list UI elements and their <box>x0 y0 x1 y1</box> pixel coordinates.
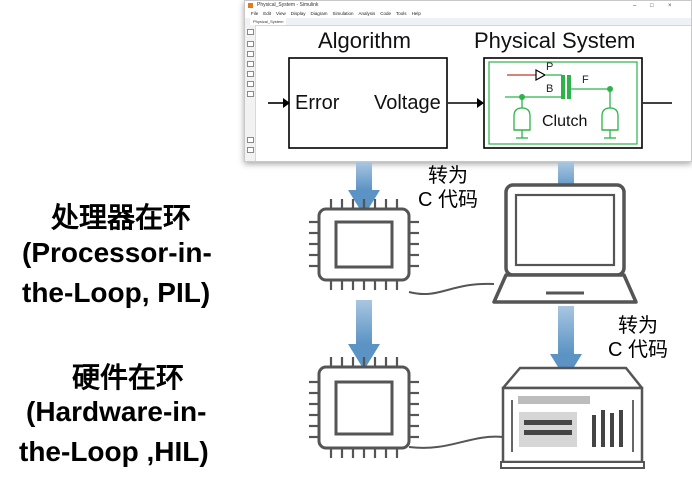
laptop-icon <box>492 183 638 304</box>
menu-view[interactable]: View <box>276 11 286 16</box>
port-p-label: P <box>546 61 554 73</box>
error-input-arrowhead <box>283 98 290 108</box>
menu-edit[interactable]: Edit <box>263 11 272 16</box>
cable-chip-to-realtime-target <box>408 435 504 449</box>
algorithm-block[interactable] <box>288 57 448 149</box>
hil-title-cn: 硬件在环 <box>72 362 185 393</box>
app-icon <box>248 3 253 8</box>
voltage-arrowhead <box>477 98 484 108</box>
annotation-icon[interactable] <box>247 71 254 77</box>
algorithm-title: Algorithm <box>318 28 411 53</box>
maximize-button[interactable]: □ <box>650 3 654 9</box>
area-icon[interactable] <box>247 91 254 97</box>
menu-help[interactable]: Help <box>411 11 421 16</box>
convert-to-c-bottom: 转为 C 代码 <box>608 314 668 362</box>
hil-title-en-line1: (Hardware-in- <box>26 396 207 427</box>
pil-title-en-line2: the-Loop, PIL) <box>22 277 211 308</box>
menu-code[interactable]: Code <box>380 11 392 16</box>
processor-chip-bottom <box>309 357 419 458</box>
menu-file[interactable]: File <box>251 11 259 16</box>
cable-chip-to-laptop <box>408 282 495 296</box>
menu-tools[interactable]: Tools <box>396 11 407 16</box>
convert-top-line1: 转为 <box>428 165 468 187</box>
arrow-icon[interactable] <box>247 61 254 67</box>
menu-analysis[interactable]: Analysis <box>358 11 376 16</box>
convert-to-c-top: 转为 C 代码 <box>418 164 478 212</box>
processor-chip-top <box>309 199 419 290</box>
tab-physical-system[interactable]: Physical_System <box>250 18 287 25</box>
port-f-label: F <box>582 74 589 86</box>
convert-top-line2: C 代码 <box>418 189 478 211</box>
menu-bar: File Edit View Display Diagram Simulatio… <box>245 10 691 18</box>
image-icon[interactable] <box>247 81 254 87</box>
minimize-button[interactable]: – <box>633 3 637 9</box>
menu-display[interactable]: Display <box>290 11 306 16</box>
convert-bottom-line2: C 代码 <box>608 339 668 361</box>
zoom-icon[interactable] <box>247 41 254 47</box>
physical-system-block[interactable] <box>483 57 643 149</box>
physical-system-inner-border <box>488 61 638 145</box>
realtime-target-machine-icon <box>500 366 645 469</box>
fold-icon[interactable] <box>247 147 254 153</box>
pil-title-cn: 处理器在环 <box>51 202 192 233</box>
hide-browser-icon[interactable] <box>247 29 254 35</box>
close-button[interactable]: × <box>668 3 672 9</box>
hil-title-en-line2: the-Loop ,HIL) <box>19 436 209 467</box>
fit-view-icon[interactable] <box>247 51 254 57</box>
physical-system-title: Physical System <box>474 28 636 53</box>
voltage-port-label: Voltage <box>374 92 441 114</box>
screenshot-icon[interactable] <box>247 137 254 143</box>
error-port-label: Error <box>295 92 340 114</box>
convert-bottom-line1: 转为 <box>618 315 658 337</box>
pil-title-en-line1: (Processor-in- <box>22 237 212 268</box>
clutch-schematic <box>505 68 619 139</box>
menu-diagram[interactable]: Diagram <box>310 11 328 16</box>
menu-simulation[interactable]: Simulation <box>332 11 354 16</box>
port-b-label: B <box>546 83 554 95</box>
clutch-label: Clutch <box>542 113 588 130</box>
tab-bar: Physical_System <box>245 18 691 26</box>
window-title: Physical_System - Simulink <box>257 2 319 8</box>
palette-toolbar <box>245 25 256 161</box>
window-titlebar: Physical_System - Simulink – □ × <box>245 1 691 10</box>
